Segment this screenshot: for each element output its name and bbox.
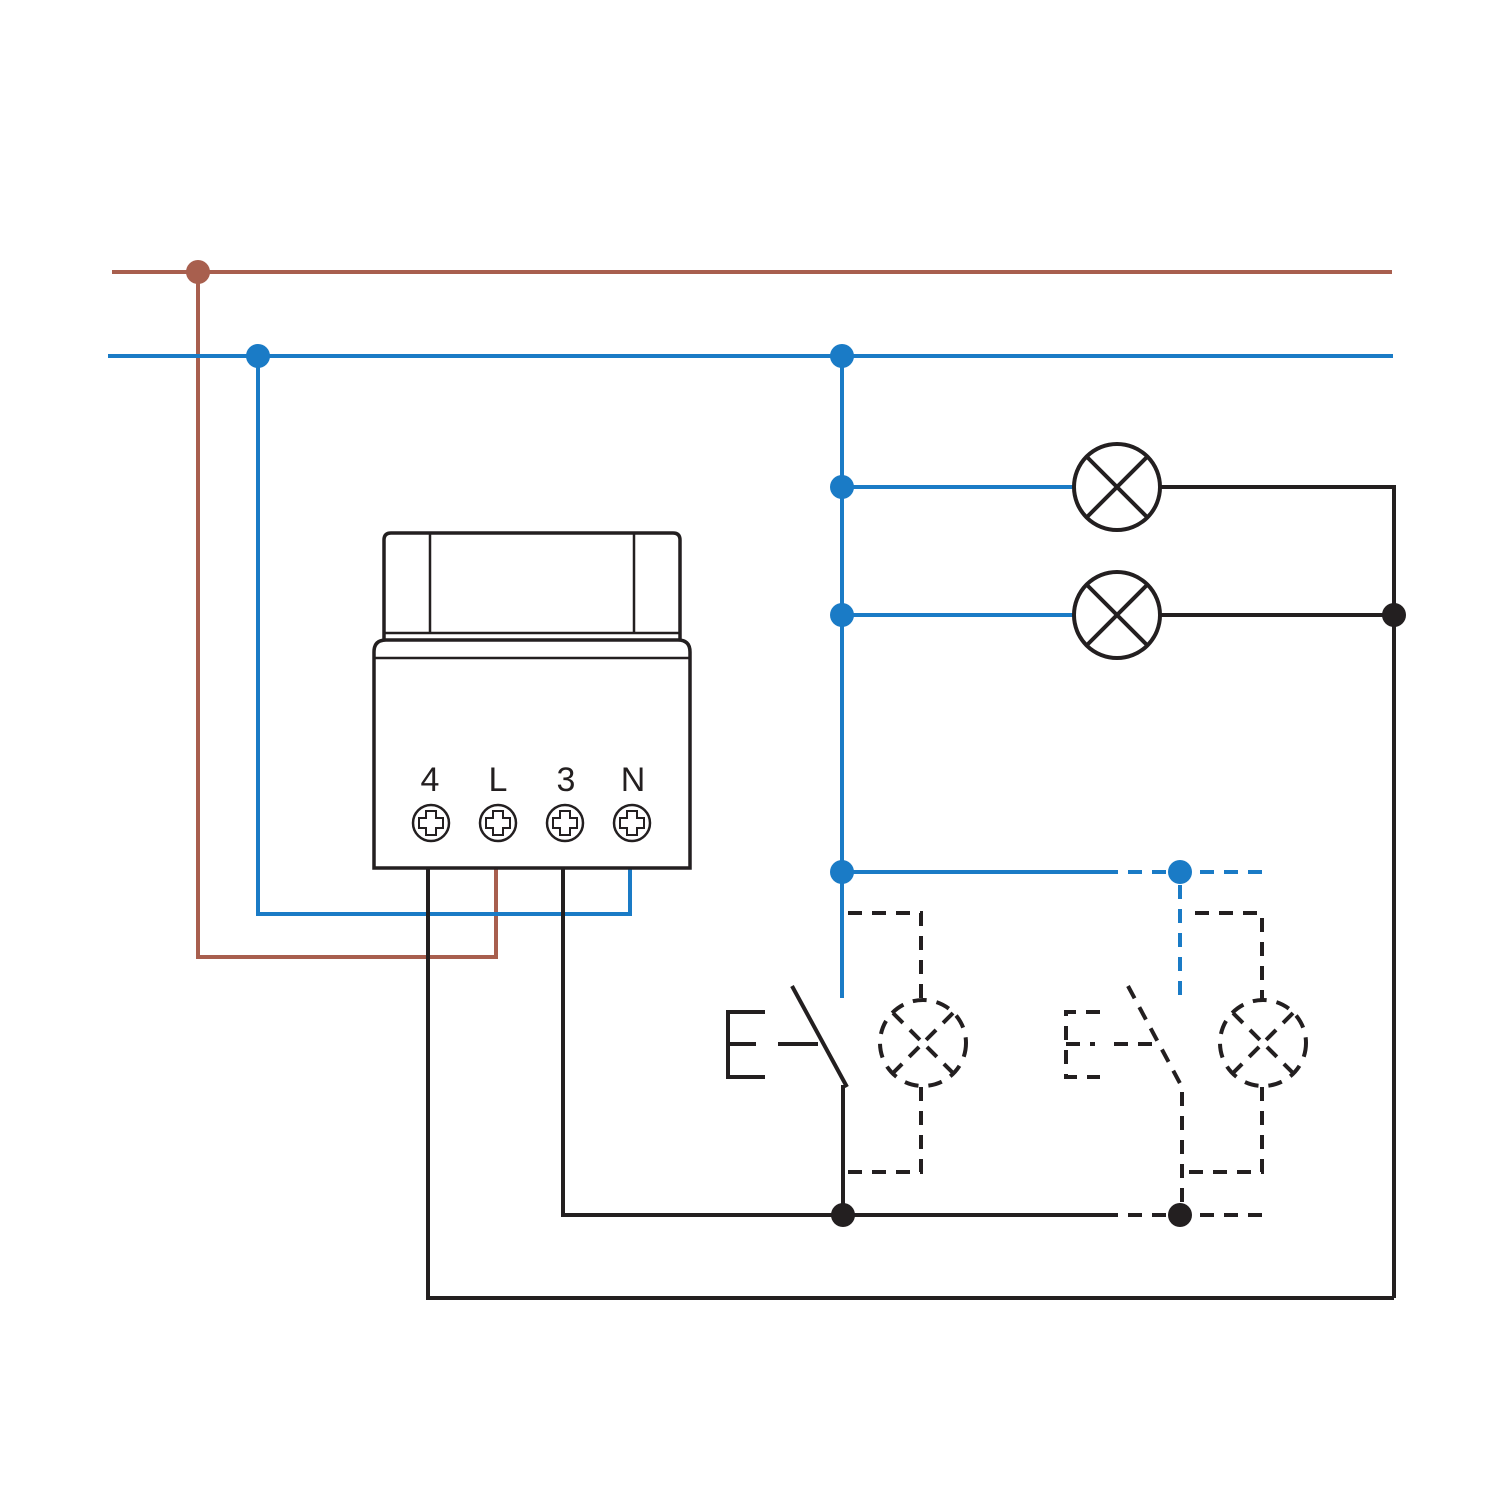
terminal-screw-icon [478, 803, 518, 843]
terminal-4-wire [426, 869, 1394, 1300]
load-wires [426, 485, 1406, 1300]
pushbutton-switch-icon [726, 911, 968, 1174]
terminal-label: L [489, 761, 508, 799]
phase-junction-dot [186, 260, 210, 284]
module-body [372, 638, 692, 870]
terminal-label: 4 [421, 761, 440, 799]
lamp-1-return [1160, 485, 1396, 1298]
terminal-3-wire [561, 869, 1104, 1217]
terminal-label: N [621, 761, 646, 799]
terminal-screw-icon [612, 803, 652, 843]
neutral-junction-dot [830, 344, 854, 368]
terminal-screw-icon [545, 803, 585, 843]
optional-pushbutton-icon [1064, 911, 1308, 1202]
neutral-junction-dot [246, 344, 270, 368]
terminal-label: 3 [557, 761, 576, 799]
phase-wires [112, 260, 1392, 959]
neutral-junction-dot [830, 475, 854, 499]
neutral-optional-junction-dot [1168, 860, 1192, 884]
terminal-screw-icon [411, 803, 451, 843]
module-top-cap [382, 531, 682, 640]
neutral-junction-dot [830, 603, 854, 627]
switch-junction-dot [831, 1203, 855, 1227]
lamp-icon [1072, 442, 1162, 532]
lamp-icon [1072, 570, 1162, 660]
relay-module: 4 L 3 N [372, 531, 692, 870]
neutral-wires [108, 344, 1393, 1000]
neutral-junction-dot [830, 860, 854, 884]
neutral-drop-to-module [256, 356, 632, 916]
load-junction-dot [1382, 603, 1406, 627]
switch-optional-junction-dot [1168, 1203, 1192, 1227]
module-cap-inner-lines [384, 533, 680, 635]
